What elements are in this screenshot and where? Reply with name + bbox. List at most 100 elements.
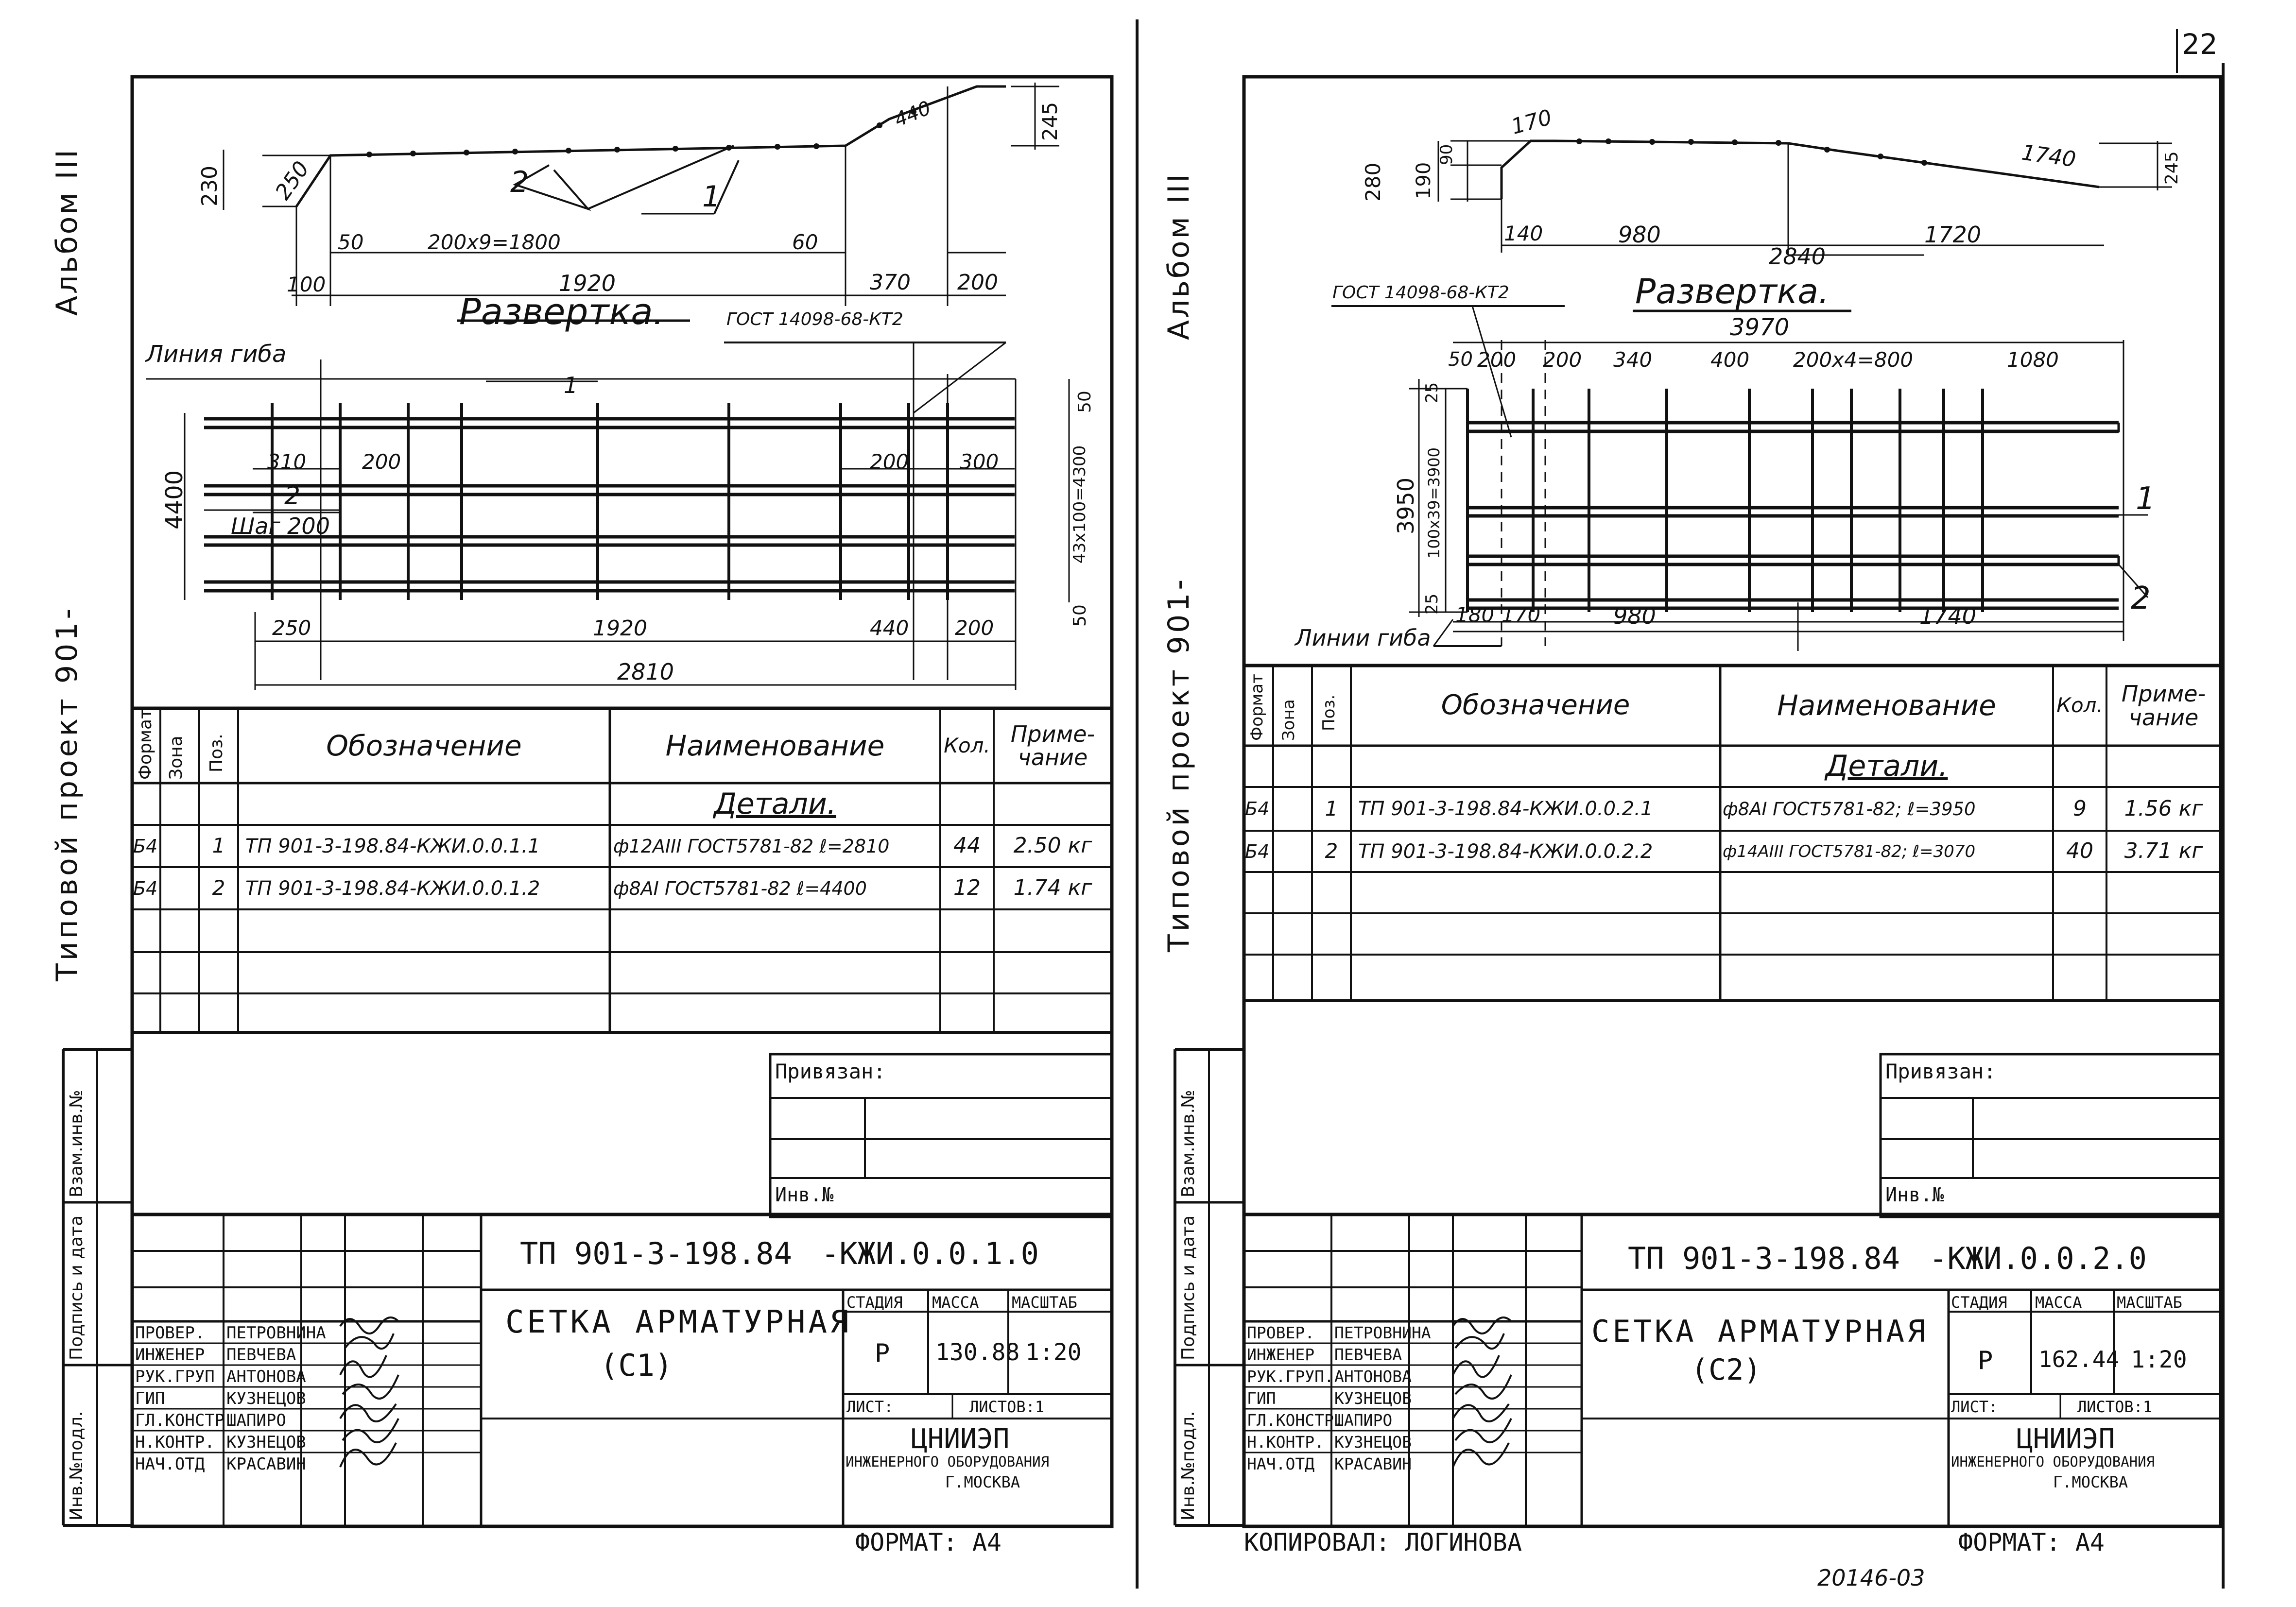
right-row2-code: ТП 901-3-198.84-КЖИ.0.0.2.2 xyxy=(1358,840,1653,863)
left-plan-dim: 43x100=4300 xyxy=(1070,445,1089,564)
left-plan-pos-2: 2 xyxy=(284,481,301,511)
left-role-4: Гл.констр xyxy=(135,1411,225,1430)
right-sheet: Лист: xyxy=(1951,1398,1998,1416)
left-spec-header-format: Формат xyxy=(136,708,155,780)
right-bend-line-label: Линии гиба xyxy=(1295,625,1431,651)
left-mass-header: Масса xyxy=(932,1293,979,1312)
left-stamp-code2: -КЖИ.0.0.1.0 xyxy=(821,1236,1039,1271)
right-razvertka-title: Развертка. xyxy=(1635,272,1830,311)
left-plan-dim: 2810 xyxy=(617,659,674,685)
right-city: г.Москва xyxy=(2053,1473,2128,1491)
left-pos-label-1: 1 xyxy=(702,180,721,214)
right-org2: инженерного оборудования xyxy=(1951,1453,2155,1470)
left-name-3: Кузнецов xyxy=(226,1389,306,1408)
right-role-2: Рук.груп. xyxy=(1247,1367,1334,1386)
right-profile-dots xyxy=(1576,138,1927,166)
right-dim: 2840 xyxy=(1769,243,1826,270)
left-name-2: Антонова xyxy=(226,1367,306,1386)
right-dim: 980 xyxy=(1618,222,1661,248)
left-spec-header-qty: Кол. xyxy=(944,733,990,757)
right-spec-header-format: Формат xyxy=(1247,674,1267,741)
right-album-label: Альбом III xyxy=(1162,172,1196,340)
left-dim: 100 xyxy=(287,273,326,296)
right-spec-header-qty: Кол. xyxy=(2056,693,2103,718)
right-name-4: Шапиро xyxy=(1334,1411,1393,1430)
right-plan-pos-1: 1 xyxy=(2136,481,2156,517)
right-scale-header: Масштаб xyxy=(2117,1293,2182,1312)
right-stamp-code2: -КЖИ.0.0.2.0 xyxy=(1929,1241,2147,1276)
left-vert-label-2: Взам.инв.№ xyxy=(67,1090,86,1197)
left-pos-label-2: 2 xyxy=(510,165,529,199)
right-dim: 245 xyxy=(2162,151,2182,185)
right-row2-pos: 2 xyxy=(1325,839,1338,863)
right-spec-header-zone: Зона xyxy=(1279,699,1298,741)
right-plan-pos-2: 2 xyxy=(2131,581,2151,616)
left-plan-step: Шаг 200 xyxy=(231,513,330,539)
left-plan-dim: 250 xyxy=(272,616,311,640)
left-bind-inv: Инв.№ xyxy=(775,1184,834,1206)
left-stamp-title: Сетка арматурная xyxy=(505,1304,852,1340)
right-plan-dim: 50 xyxy=(1448,348,1473,371)
left-name-6: Красавин xyxy=(226,1454,306,1474)
left-mass: 130.88 xyxy=(935,1339,1020,1366)
left-sheet: Лист: xyxy=(846,1398,894,1416)
left-vert-label-0: Инв.№подл. xyxy=(67,1411,86,1521)
left-dim: 245 xyxy=(1038,102,1062,141)
left-org2: инженерного оборудования xyxy=(846,1453,1050,1470)
right-row1-qty: 9 xyxy=(2073,796,2087,821)
right-name-6: Красавин xyxy=(1334,1454,1412,1473)
right-role-3: ГИП xyxy=(1247,1389,1276,1408)
right-plan-dim: 100x39=3900 xyxy=(1425,447,1443,559)
left-row1-note: 2.50 кг xyxy=(1013,833,1092,858)
left-row2-code: ТП 901-3-198.84-КЖИ.0.0.1.2 xyxy=(245,877,540,900)
left-scale: 1:20 xyxy=(1025,1339,1082,1366)
right-plan-dim: 3970 xyxy=(1730,314,1790,341)
left-role-5: Н.контр. xyxy=(135,1433,215,1452)
right-dim: 280 xyxy=(1361,162,1385,202)
left-razvertka-title: Развертка. xyxy=(459,291,665,333)
left-profile-dots xyxy=(366,109,916,157)
left-role-3: ГИП xyxy=(135,1389,165,1408)
right-role-5: Н.контр. xyxy=(1247,1433,1324,1452)
right-row1-format: Б4 xyxy=(1245,798,1270,820)
left-name-4: Шапиро xyxy=(226,1411,286,1430)
right-row1-code: ТП 901-3-198.84-КЖИ.0.0.2.1 xyxy=(1358,798,1653,820)
right-org: ЦНИИЭП xyxy=(2017,1423,2115,1455)
left-bar-profile xyxy=(223,83,1059,414)
right-dim: 90 xyxy=(1437,144,1456,165)
right-stamp-subtitle: (С2) xyxy=(1691,1353,1761,1387)
left-row1-format: Б4 xyxy=(133,835,158,857)
right-spec-header-code: Обозначение xyxy=(1441,689,1630,721)
left-format: Формат: А4 xyxy=(855,1528,1002,1556)
right-dim: 1720 xyxy=(1924,222,1982,248)
signatures xyxy=(339,1316,1512,1468)
left-project-label: Типовой проект 901- xyxy=(50,605,84,981)
left-row1-name: ф12АIII ГОСТ5781-82 ℓ=2810 xyxy=(613,835,890,857)
right-plan-dim: 980 xyxy=(1613,603,1656,629)
archive-code: 20146-03 xyxy=(1817,1565,1925,1591)
left-row1-qty: 44 xyxy=(953,833,981,858)
left-bind-title: Привязан: xyxy=(775,1060,886,1083)
left-role-2: Рук.груп xyxy=(135,1367,215,1386)
page-number: 22 xyxy=(2182,28,2218,61)
right-bind-title: Привязан: xyxy=(1885,1060,1996,1083)
right-row2-note: 3.71 кг xyxy=(2124,838,2203,864)
right-row2-name: ф14АIII ГОСТ5781-82; ℓ=3070 xyxy=(1723,841,1976,861)
left-mesh-plan xyxy=(146,359,1070,690)
left-plan-dim: 1920 xyxy=(593,616,647,641)
left-row2-qty: 12 xyxy=(953,875,981,901)
left-dim: 60 xyxy=(792,230,818,254)
left-name-0: Петровнина xyxy=(226,1323,326,1343)
right-plan-dim: 340 xyxy=(1613,348,1653,372)
right-plan-dim: 200x4=800 xyxy=(1793,348,1914,372)
right-vert-label-0: Инв.№подл. xyxy=(1178,1411,1198,1521)
right-spec-header-pos: Поз. xyxy=(1319,694,1339,731)
left-dim: 200x9=1800 xyxy=(428,230,561,254)
right-spec-header-note: Приме-чание xyxy=(2121,681,2206,731)
left-scale-header: Масштаб xyxy=(1012,1293,1077,1312)
left-stamp-subtitle: (С1) xyxy=(600,1348,673,1383)
left-row1-code: ТП 901-3-198.84-КЖИ.0.0.1.1 xyxy=(245,835,540,857)
right-plan-dim: 3950 xyxy=(1393,477,1419,534)
right-project-label: Типовой проект 901- xyxy=(1162,576,1196,952)
right-name-2: Антонова xyxy=(1334,1367,1412,1386)
